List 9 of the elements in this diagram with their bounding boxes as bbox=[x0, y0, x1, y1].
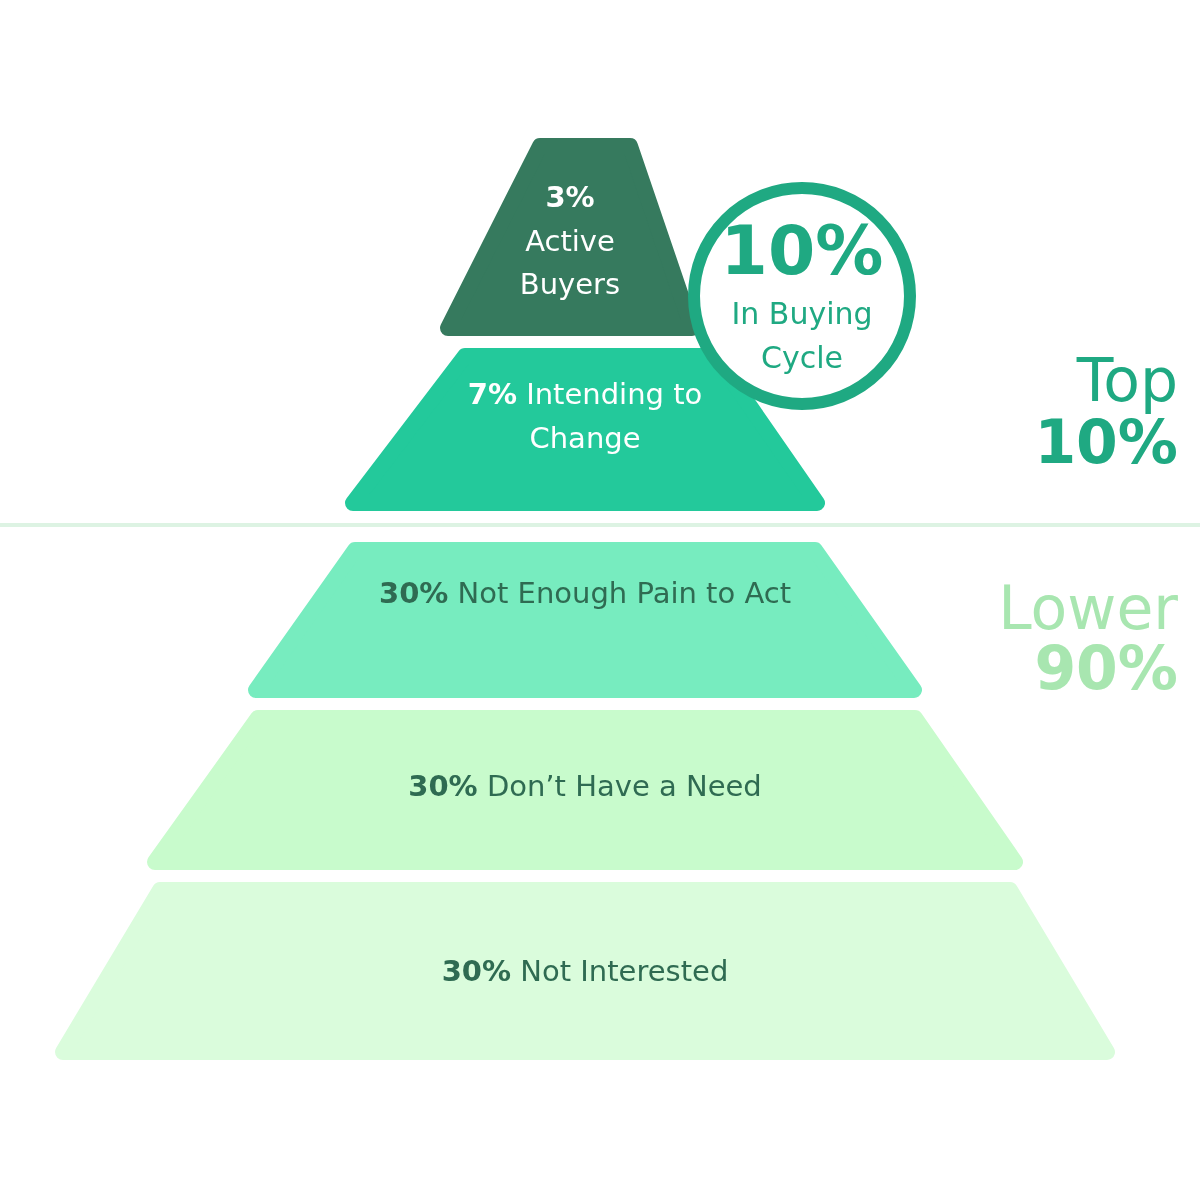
tier-label: 30% Don’t Have a Need bbox=[407, 768, 763, 805]
stat-caption: In Buying Cycle bbox=[730, 295, 874, 377]
section-heading: Lower bbox=[998, 578, 1178, 638]
tier-label: 30% Not Enough Pain to Act bbox=[378, 575, 792, 612]
stat-value: 10% bbox=[719, 210, 885, 292]
tier-label: 3% Active Buyers bbox=[518, 179, 622, 303]
tier-label: 7% Intending to Change bbox=[466, 376, 704, 457]
section-percentage: 90% bbox=[1034, 638, 1178, 698]
tier-label: 30% Not Interested bbox=[440, 953, 730, 990]
